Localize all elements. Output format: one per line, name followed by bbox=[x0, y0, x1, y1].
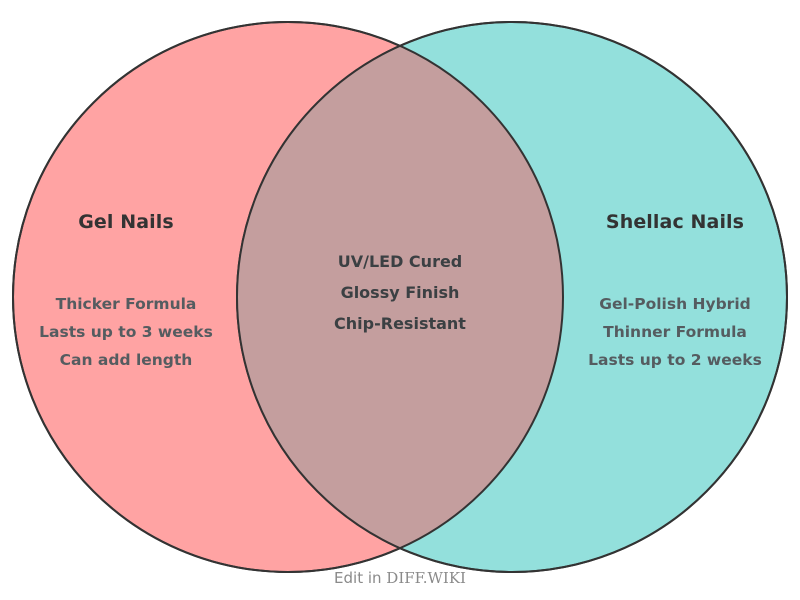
edit-in-diffwiki-link[interactable]: Edit in DIFF.WIKI bbox=[334, 569, 466, 587]
right-set-outline bbox=[236, 21, 788, 573]
footer-prefix-text: Edit in bbox=[334, 569, 387, 587]
intersection-region[interactable] bbox=[237, 22, 787, 572]
footer-brand-text: DIFF.WIKI bbox=[386, 569, 466, 587]
left-set-outline bbox=[12, 21, 564, 573]
